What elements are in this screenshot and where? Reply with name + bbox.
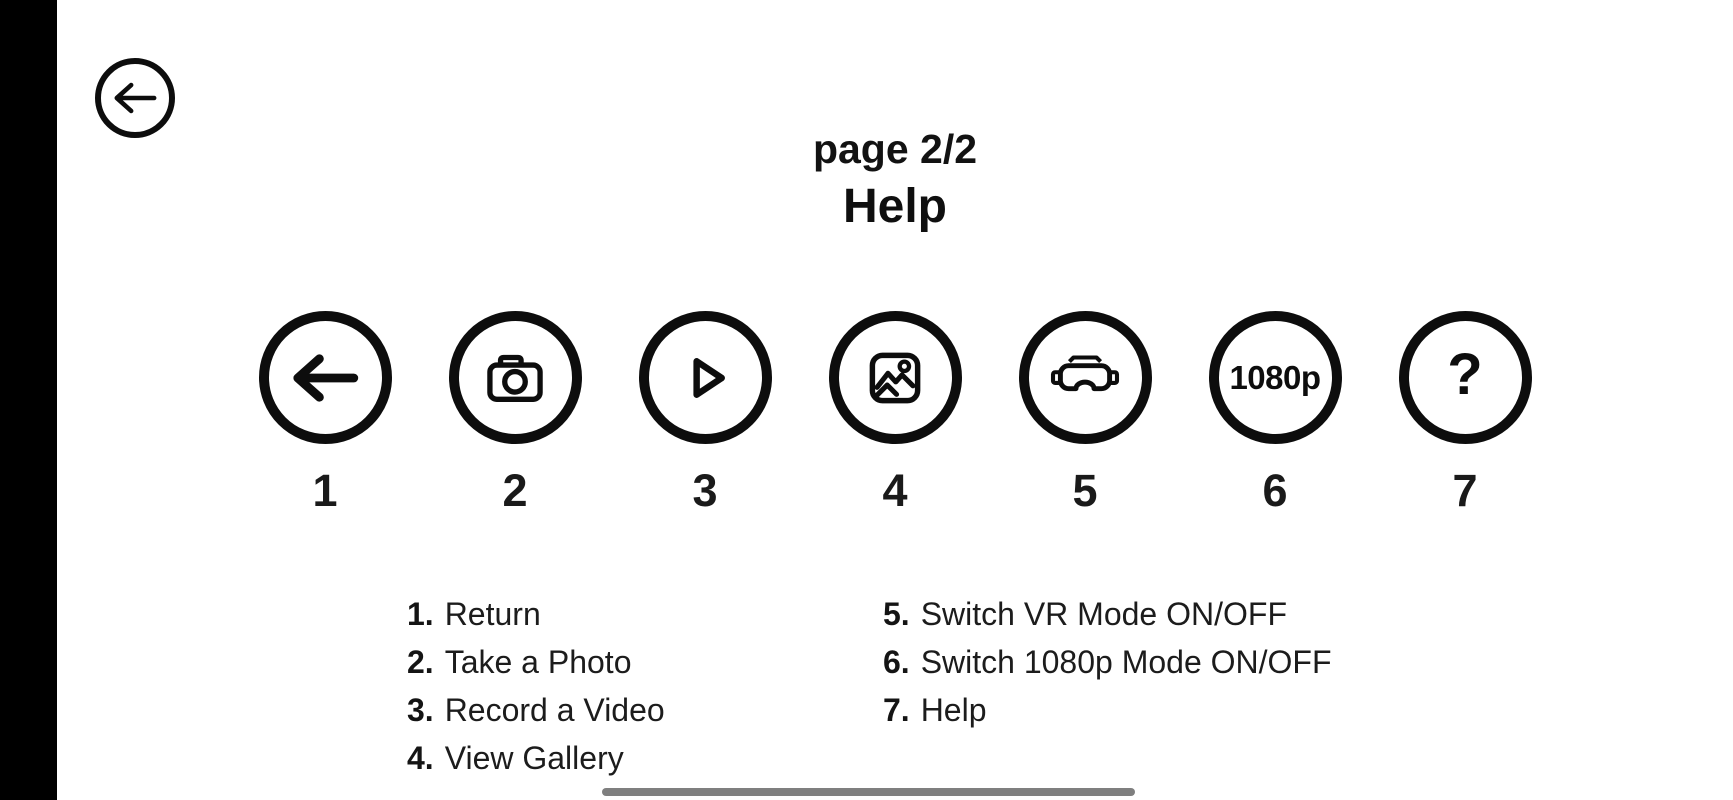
vr-headset-icon [1044,337,1126,419]
legend-number: 5. [883,596,910,632]
1080p-badge: 1080p [1229,358,1321,396]
gallery-icon [856,339,934,417]
return-button-illustration [258,311,392,444]
legend-number: 7. [883,692,910,728]
help-button-illustration: ? [1398,311,1532,444]
legend-label: Take a Photo [444,644,632,680]
icon-number: 3 [692,465,718,516]
help-item-6-1080p: 1080p 6 [1208,311,1342,516]
video-button-illustration [638,311,772,444]
photo-button-illustration [448,311,582,444]
icon-number: 5 [1072,465,1098,516]
legend-item-take-photo: 2. Take a Photo [407,638,665,686]
arrow-left-icon [285,338,365,418]
legend-number: 1. [407,596,434,632]
help-item-4-gallery: 4 [828,311,962,516]
legend-item-help: 7. Help [883,686,1332,734]
question-mark-icon: ? [1447,341,1483,407]
legend-label: Return [444,596,541,632]
icon-number: 4 [882,465,908,516]
icon-number: 2 [502,465,528,516]
camera-icon [477,340,553,416]
legend-label: Record a Video [444,692,665,728]
page-title: Help [842,180,947,234]
legend-number: 4. [407,740,434,776]
scrollbar-thumb[interactable] [602,788,1135,796]
legend-item-vr-mode: 5. Switch VR Mode ON/OFF [883,590,1332,638]
page-indicator: page 2/2 [812,126,978,172]
icon-number: 7 [1452,465,1478,516]
legend-column-right: 5. Switch VR Mode ON/OFF 6. Switch 1080p… [883,590,1332,734]
legend-label: Help [920,692,987,728]
legend-label: Switch 1080p Mode ON/OFF [920,644,1332,680]
vr-button-illustration [1018,311,1152,444]
legend-item-1080p-mode: 6. Switch 1080p Mode ON/OFF [883,638,1332,686]
icon-number: 6 [1262,465,1288,516]
resolution-button-illustration: 1080p [1208,311,1342,444]
help-item-3-video: 3 [638,311,772,516]
help-icon-row: 1 2 3 [57,311,1733,513]
back-button[interactable] [95,58,175,138]
legend-label: Switch VR Mode ON/OFF [920,596,1287,632]
legend-number: 2. [407,644,434,680]
gallery-button-illustration [828,311,962,444]
legend-item-return: 1. Return [407,590,665,638]
help-item-2-photo: 2 [448,311,582,516]
help-item-7-help: ? 7 [1398,311,1532,516]
arrow-left-icon [112,80,158,116]
left-letterbox-bar [0,0,57,800]
page-header: page 2/2 Help [57,126,1733,234]
help-item-1-return: 1 [258,311,392,516]
legend-item-record-video: 3. Record a Video [407,686,665,734]
icon-number: 1 [312,465,338,516]
legend-number: 3. [407,692,434,728]
legend-label: View Gallery [444,740,624,776]
legend-number: 6. [883,644,910,680]
help-item-5-vr: 5 [1018,311,1152,516]
play-icon [667,340,743,416]
legend-item-view-gallery: 4. View Gallery [407,734,665,782]
legend-column-left: 1. Return 2. Take a Photo 3. Record a Vi… [407,590,665,782]
